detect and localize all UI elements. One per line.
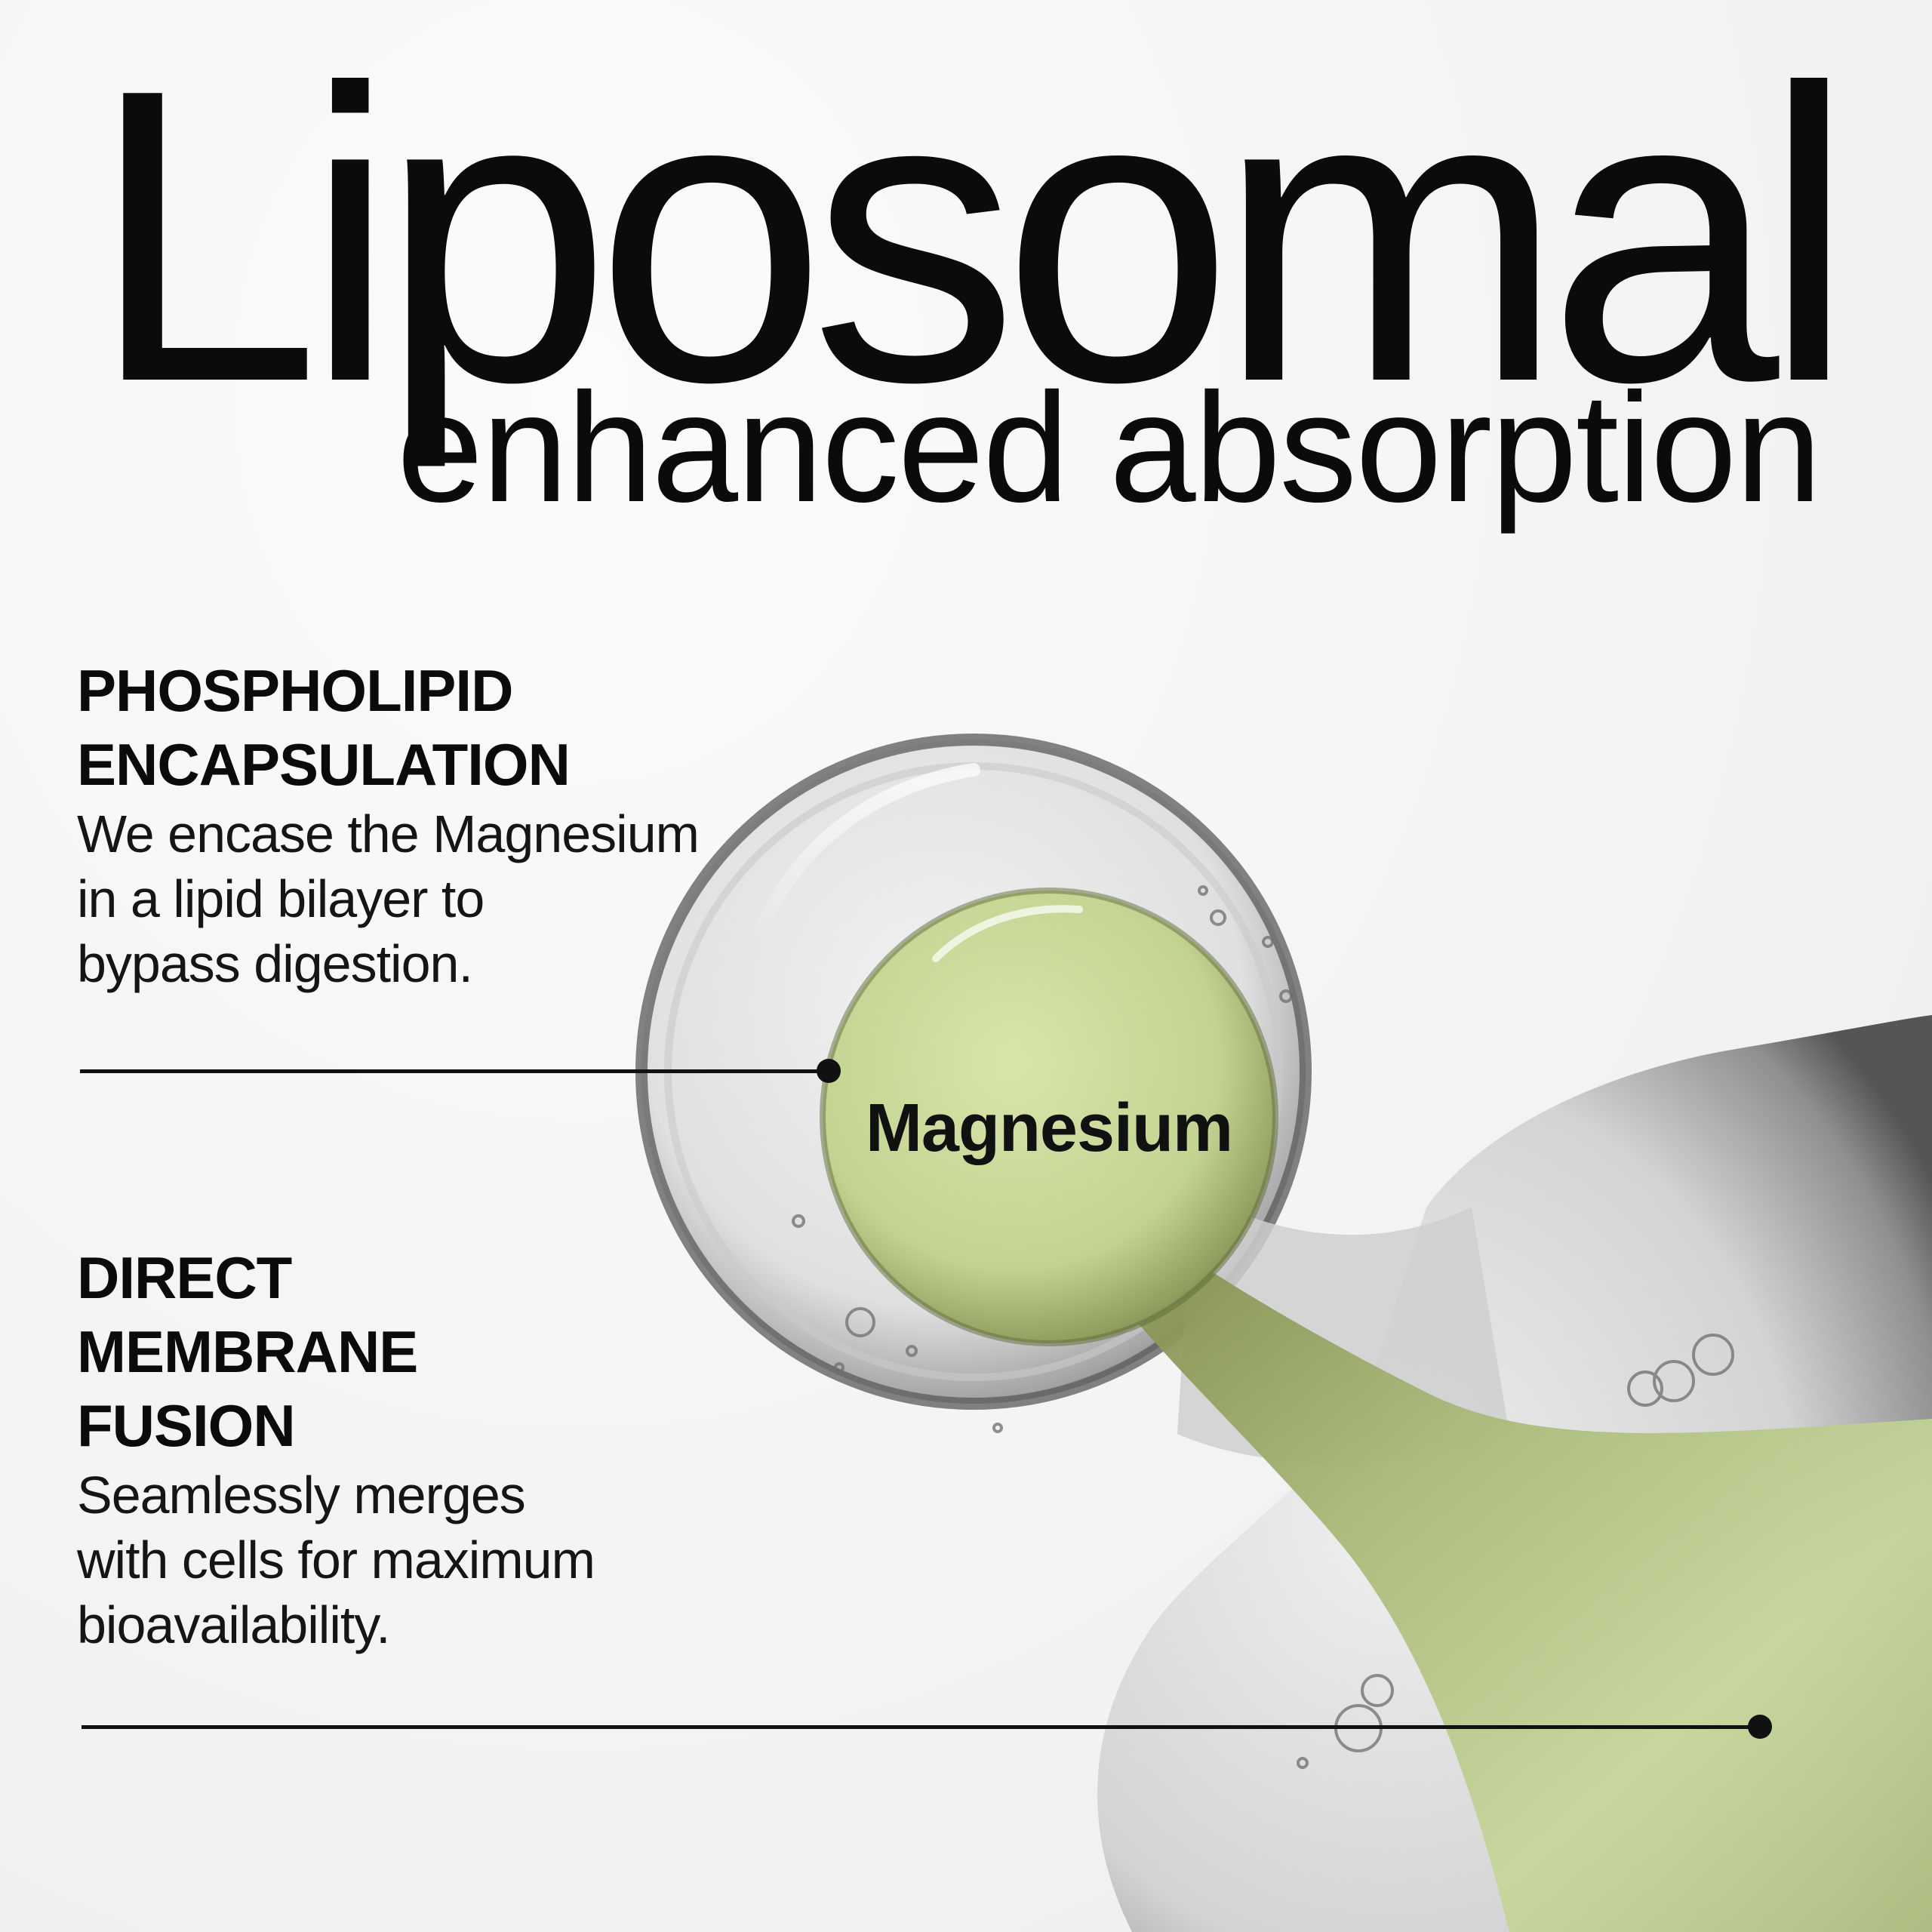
feature-title: PHOSPHOLIPID ENCAPSULATION bbox=[77, 657, 571, 798]
magnesium-label: Magnesium bbox=[865, 1091, 1233, 1166]
leader-dot-fusion bbox=[1748, 1715, 1772, 1739]
leader-line-fusion bbox=[82, 1725, 1760, 1729]
feature-description: We encase the Magnesium in a lipid bilay… bbox=[77, 804, 700, 993]
feature-title: DIRECT MEMBRANE FUSION bbox=[77, 1244, 418, 1459]
feature-phospholipid-encapsulation: PHOSPHOLIPID ENCAPSULATION We encase the… bbox=[77, 654, 832, 996]
page-subtitle: enhanced absorption bbox=[396, 361, 1822, 534]
leader-dot-encapsulation bbox=[817, 1059, 841, 1083]
feature-description: Seamlessly merges with cells for maximum… bbox=[77, 1466, 595, 1654]
page-title: Liposomal bbox=[89, 2, 1855, 468]
feature-direct-membrane-fusion: DIRECT MEMBRANE FUSION Seamlessly merges… bbox=[77, 1241, 832, 1657]
leader-line-encapsulation bbox=[80, 1069, 827, 1073]
